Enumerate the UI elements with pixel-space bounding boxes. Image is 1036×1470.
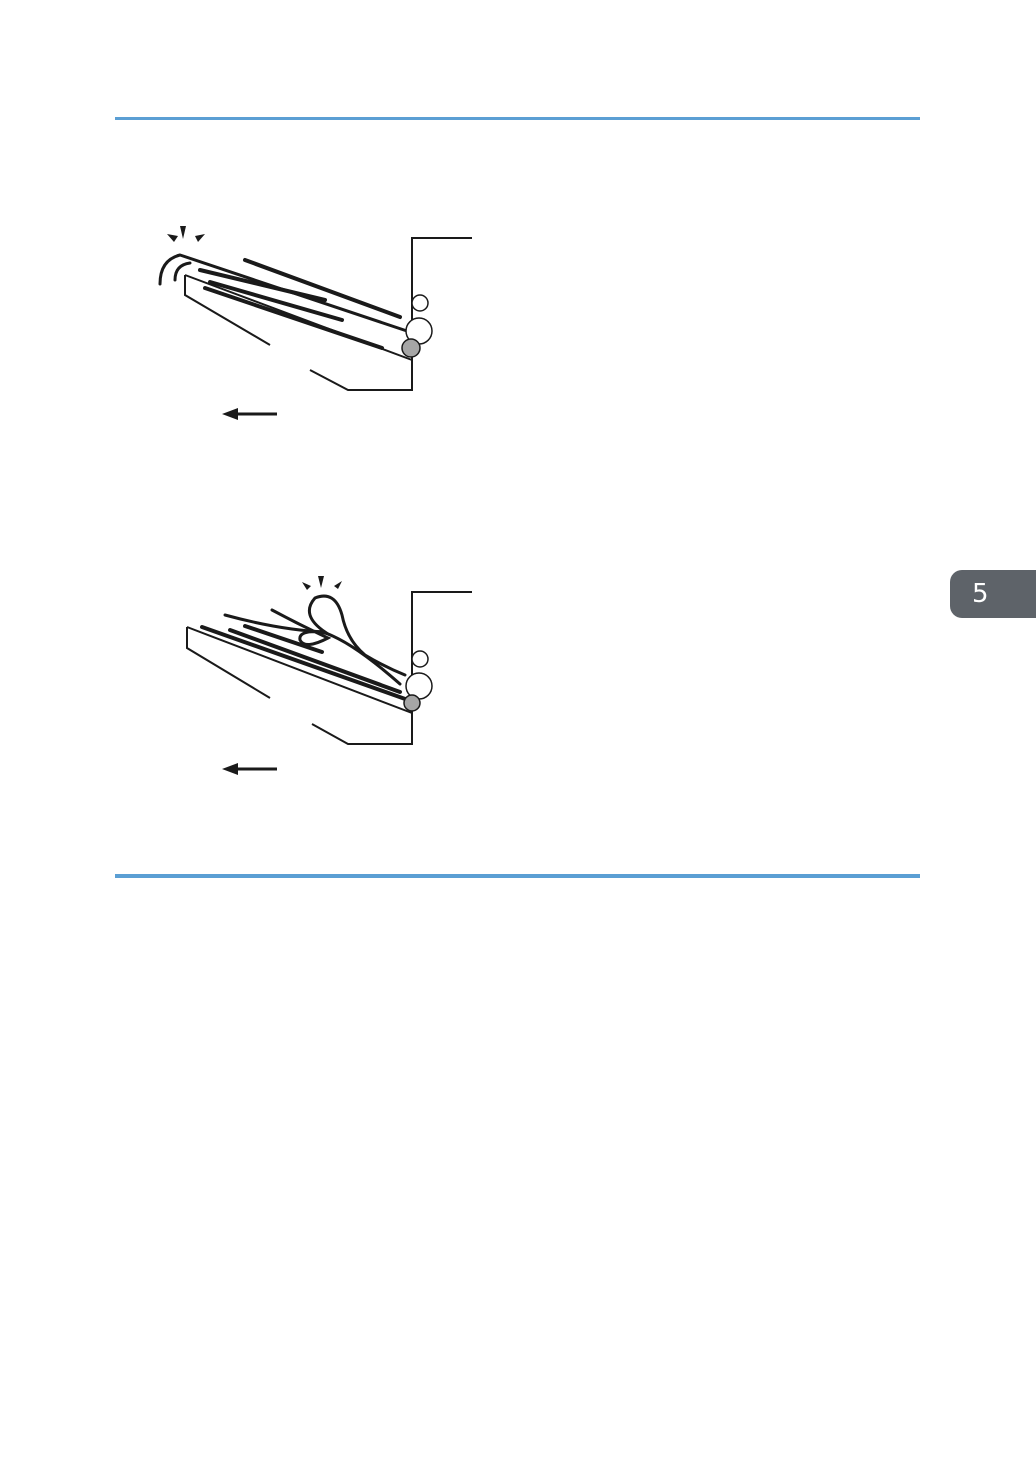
paper-curled-illustration	[150, 220, 490, 450]
curl-alert-icon	[167, 226, 205, 242]
paper-creased-illustration	[150, 570, 490, 800]
curled-sheet	[160, 255, 410, 332]
feed-direction-arrow-icon	[222, 408, 277, 420]
feed-rollers	[404, 651, 432, 711]
curled-sheet-inner	[175, 263, 190, 280]
small-roller	[412, 295, 428, 311]
chapter-tab: 5	[950, 570, 1036, 618]
small-roller	[412, 651, 428, 667]
feed-rollers	[402, 295, 432, 357]
feed-direction-arrow-icon	[222, 763, 277, 775]
paper-curled-figure	[150, 220, 490, 450]
paper-creased-figure	[150, 570, 490, 800]
separation-roller	[402, 339, 420, 357]
tray-outline	[185, 238, 472, 390]
crease-alert-icon	[302, 576, 342, 590]
separation-roller	[404, 695, 420, 711]
header-rule	[115, 117, 920, 120]
section-divider-rule	[115, 874, 920, 878]
chapter-number: 5	[972, 579, 989, 609]
